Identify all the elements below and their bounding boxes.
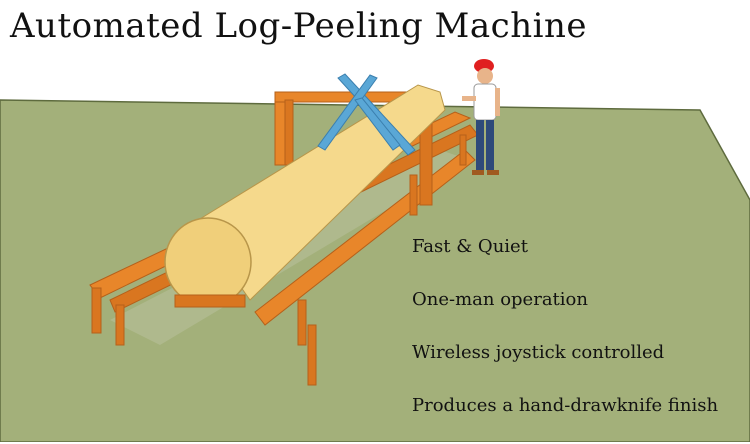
feature-item: Wireless joystick controlled	[412, 342, 665, 363]
feature-list: Fast & Quiet One-man operation Wireless …	[412, 232, 718, 444]
page-title: Automated Log-Peeling Machine	[10, 6, 587, 46]
frame-legs	[91, 134, 467, 386]
operator-figure	[462, 59, 500, 175]
feature-item: Produces a hand-drawknife finish	[412, 395, 719, 416]
log-cradle	[174, 294, 246, 308]
feature-item: One-man operation	[412, 289, 588, 310]
log-end	[164, 217, 252, 307]
cutter-arms	[317, 73, 416, 156]
feature-item: Fast & Quiet	[412, 236, 528, 257]
ground-plane	[0, 99, 750, 442]
